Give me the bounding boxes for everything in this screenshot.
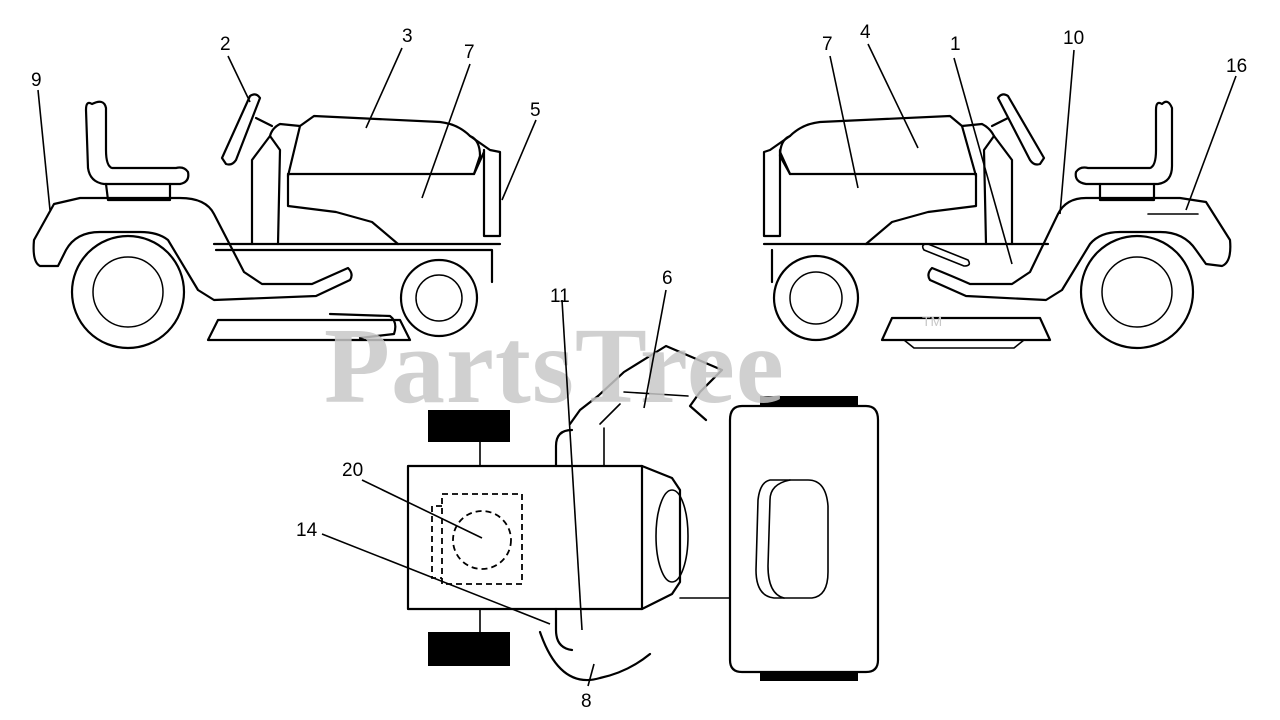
callout-11: 11: [550, 286, 570, 307]
callout-1: 1: [950, 34, 961, 55]
watermark-text: PartsTree: [324, 307, 785, 426]
leader-lines: [37, 43, 1237, 687]
callout-7-right: 7: [822, 34, 833, 55]
callout-3: 3: [402, 26, 413, 47]
callout-10: 10: [1063, 28, 1084, 49]
callout-6: 6: [662, 268, 673, 289]
callout-2: 2: [220, 34, 231, 55]
callout-8: 8: [581, 691, 592, 712]
callout-16: 16: [1226, 56, 1247, 77]
callout-14: 14: [296, 520, 318, 541]
callout-5: 5: [530, 100, 541, 121]
callout-labels: 1 2 3 4 5 6 7 7 8 9 10 11 14 16 20: [31, 22, 1247, 712]
tractor-right-side-view: [762, 93, 1232, 350]
tractor-left-side-view: [32, 93, 502, 350]
callout-7-left: 7: [464, 42, 475, 63]
tractor-top-view: [406, 344, 880, 682]
partstree-watermark: PartsTree TM: [324, 307, 942, 426]
watermark-trademark: TM: [922, 313, 942, 329]
callout-4: 4: [860, 22, 871, 43]
callout-9: 9: [31, 70, 42, 91]
callout-20: 20: [342, 460, 363, 481]
